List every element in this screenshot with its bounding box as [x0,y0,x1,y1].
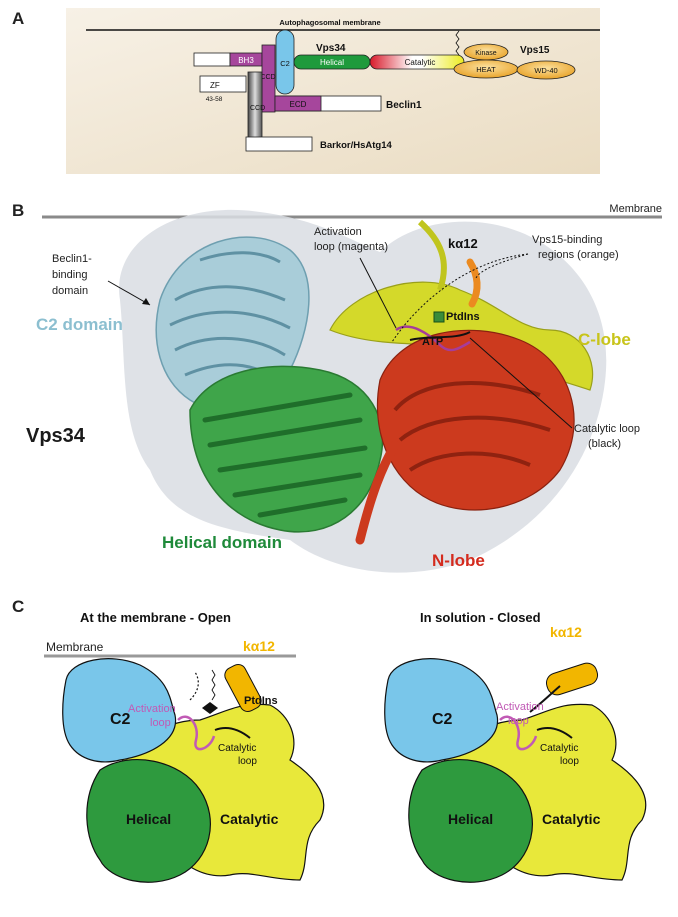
ptdins-model [433,311,445,323]
open-c2-domain [62,658,177,763]
closed-state-diagram: In solution - Closed kα12 Activation loo… [384,610,647,883]
open-state-diagram: At the membrane - Open Membrane kα12 Ptd… [44,610,325,883]
closed-title: In solution - Closed [420,610,541,625]
vps15-binding-label-2: regions (orange) [538,249,619,261]
beclin-binding-label-3: domain [52,285,88,297]
n-lobe-ribbon [355,329,575,545]
beclin1-label: Beclin1 [386,100,422,111]
panel-b-label: B [12,201,24,220]
closed-c2-domain [384,658,499,763]
closed-c2-label: C2 [432,711,453,728]
ptdins-label: PtdIns [446,311,480,323]
panel-c-label: C [12,597,24,616]
beclin-ccd-label: CCD [260,74,275,81]
c2-domain-label: C2 domain [36,315,123,334]
open-k12-helix [224,663,262,713]
vps34-helical-label: Helical [320,58,344,67]
atp-label: ATP [422,336,443,348]
barkor-label: Barkor/HsAtg14 [320,140,393,151]
n-lobe-label: N-lobe [432,551,485,570]
activation-loop-label-1: Activation [314,226,362,238]
activation-loop-pointer [359,257,397,329]
catalytic-loop-pointer [469,337,573,429]
vps15-myristoyl-anchor [455,30,460,56]
open-title: At the membrane - Open [80,610,231,625]
open-c2-label: C2 [110,711,131,728]
catalytic-loop-ribbon [409,331,471,341]
open-catalytic-loop-label-1: Catalytic [218,743,256,754]
closed-activation-loop [499,715,538,751]
helical-domain-label: Helical domain [162,533,282,552]
activation-loop-label-2: loop (magenta) [314,241,388,253]
vps15-wd40-domain [516,60,576,80]
vps15-label: Vps15 [520,45,550,56]
ecd-domain [274,95,322,112]
helical-domain-ribbon [189,365,384,533]
open-ptdins-label: PtdIns [244,695,278,707]
vps15-kinase-label: Kinase [475,50,497,57]
closed-helical-domain [408,759,533,883]
open-catalytic-label: Catalytic [220,811,279,827]
open-activation-loop-label-2: loop [150,717,171,729]
vps34-label: Vps34 [316,43,346,54]
catalytic-loop-label-2: (black) [588,438,621,450]
beclin-binding-label-2: binding [52,269,87,281]
barkor-c-term-box [245,136,313,152]
open-catalytic-loop-label-2: loop [238,756,257,767]
barkor-ccd-label: CCD [250,105,265,112]
vps15-binding-region [466,258,481,308]
vps15-wd40-label: WD-40 [534,66,557,75]
open-ptdins-chain [211,669,216,701]
ecd-label: ECD [290,100,307,109]
beclin-binding-arrowhead [142,298,150,305]
open-insertion-arrow [189,671,199,701]
vps15-heat-label: HEAT [476,65,496,74]
panel-a-label: A [12,9,24,28]
open-membrane-label: Membrane [46,640,104,654]
beclin-n-term-box [193,52,231,67]
k12-label: kα12 [448,236,478,251]
closed-catalytic-loop-label-2: loop [560,756,579,767]
open-activation-loop-label-1: Activation [128,703,176,715]
beclin-binding-label-1: Beclin1- [52,253,92,265]
zf-range-label: 43-58 [206,96,223,103]
open-activation-loop [177,715,216,751]
closed-helical-label: Helical [448,811,493,827]
vps15-binding-pointer-1 [475,253,529,279]
activation-loop-ribbon [395,325,471,352]
autophagosomal-membrane-label: Autophagosomal membrane [279,18,380,27]
open-atp-marker [202,702,218,714]
zf-label: ZF [210,81,220,90]
vps15-binding-label-1: Vps15-binding [532,234,602,246]
closed-activation-loop-label-2: loop [508,715,529,727]
panel-a-background [66,8,600,174]
closed-catalytic-loop [529,685,573,739]
open-helical-label: Helical [126,811,171,827]
closed-catalytic-loop-label-1: Catalytic [540,743,578,754]
bh3-label: BH3 [238,56,254,65]
closed-catalytic-label: Catalytic [542,811,601,827]
vps15-binding-pointer-2 [391,253,529,343]
catalytic-loop-label-1: Catalytic loop [574,423,640,435]
panel-b-membrane-label: Membrane [609,203,662,215]
open-helical-domain [86,759,211,883]
zf-domain [199,75,247,93]
vps34-c2-label: C2 [280,59,290,68]
vps34-catalytic-domain [369,54,465,70]
closed-activation-loop-label-1: Activation [496,701,544,713]
vps34-catalytic-label: Catalytic [405,58,436,67]
open-catalytic-loop [214,727,251,739]
open-k12-label: kα12 [243,638,275,654]
closed-k12-label: kα12 [550,624,582,640]
vps34-structure-label: Vps34 [26,425,86,447]
c-lobe-label: C-lobe [578,330,631,349]
beclin-binding-arrow [107,280,151,306]
